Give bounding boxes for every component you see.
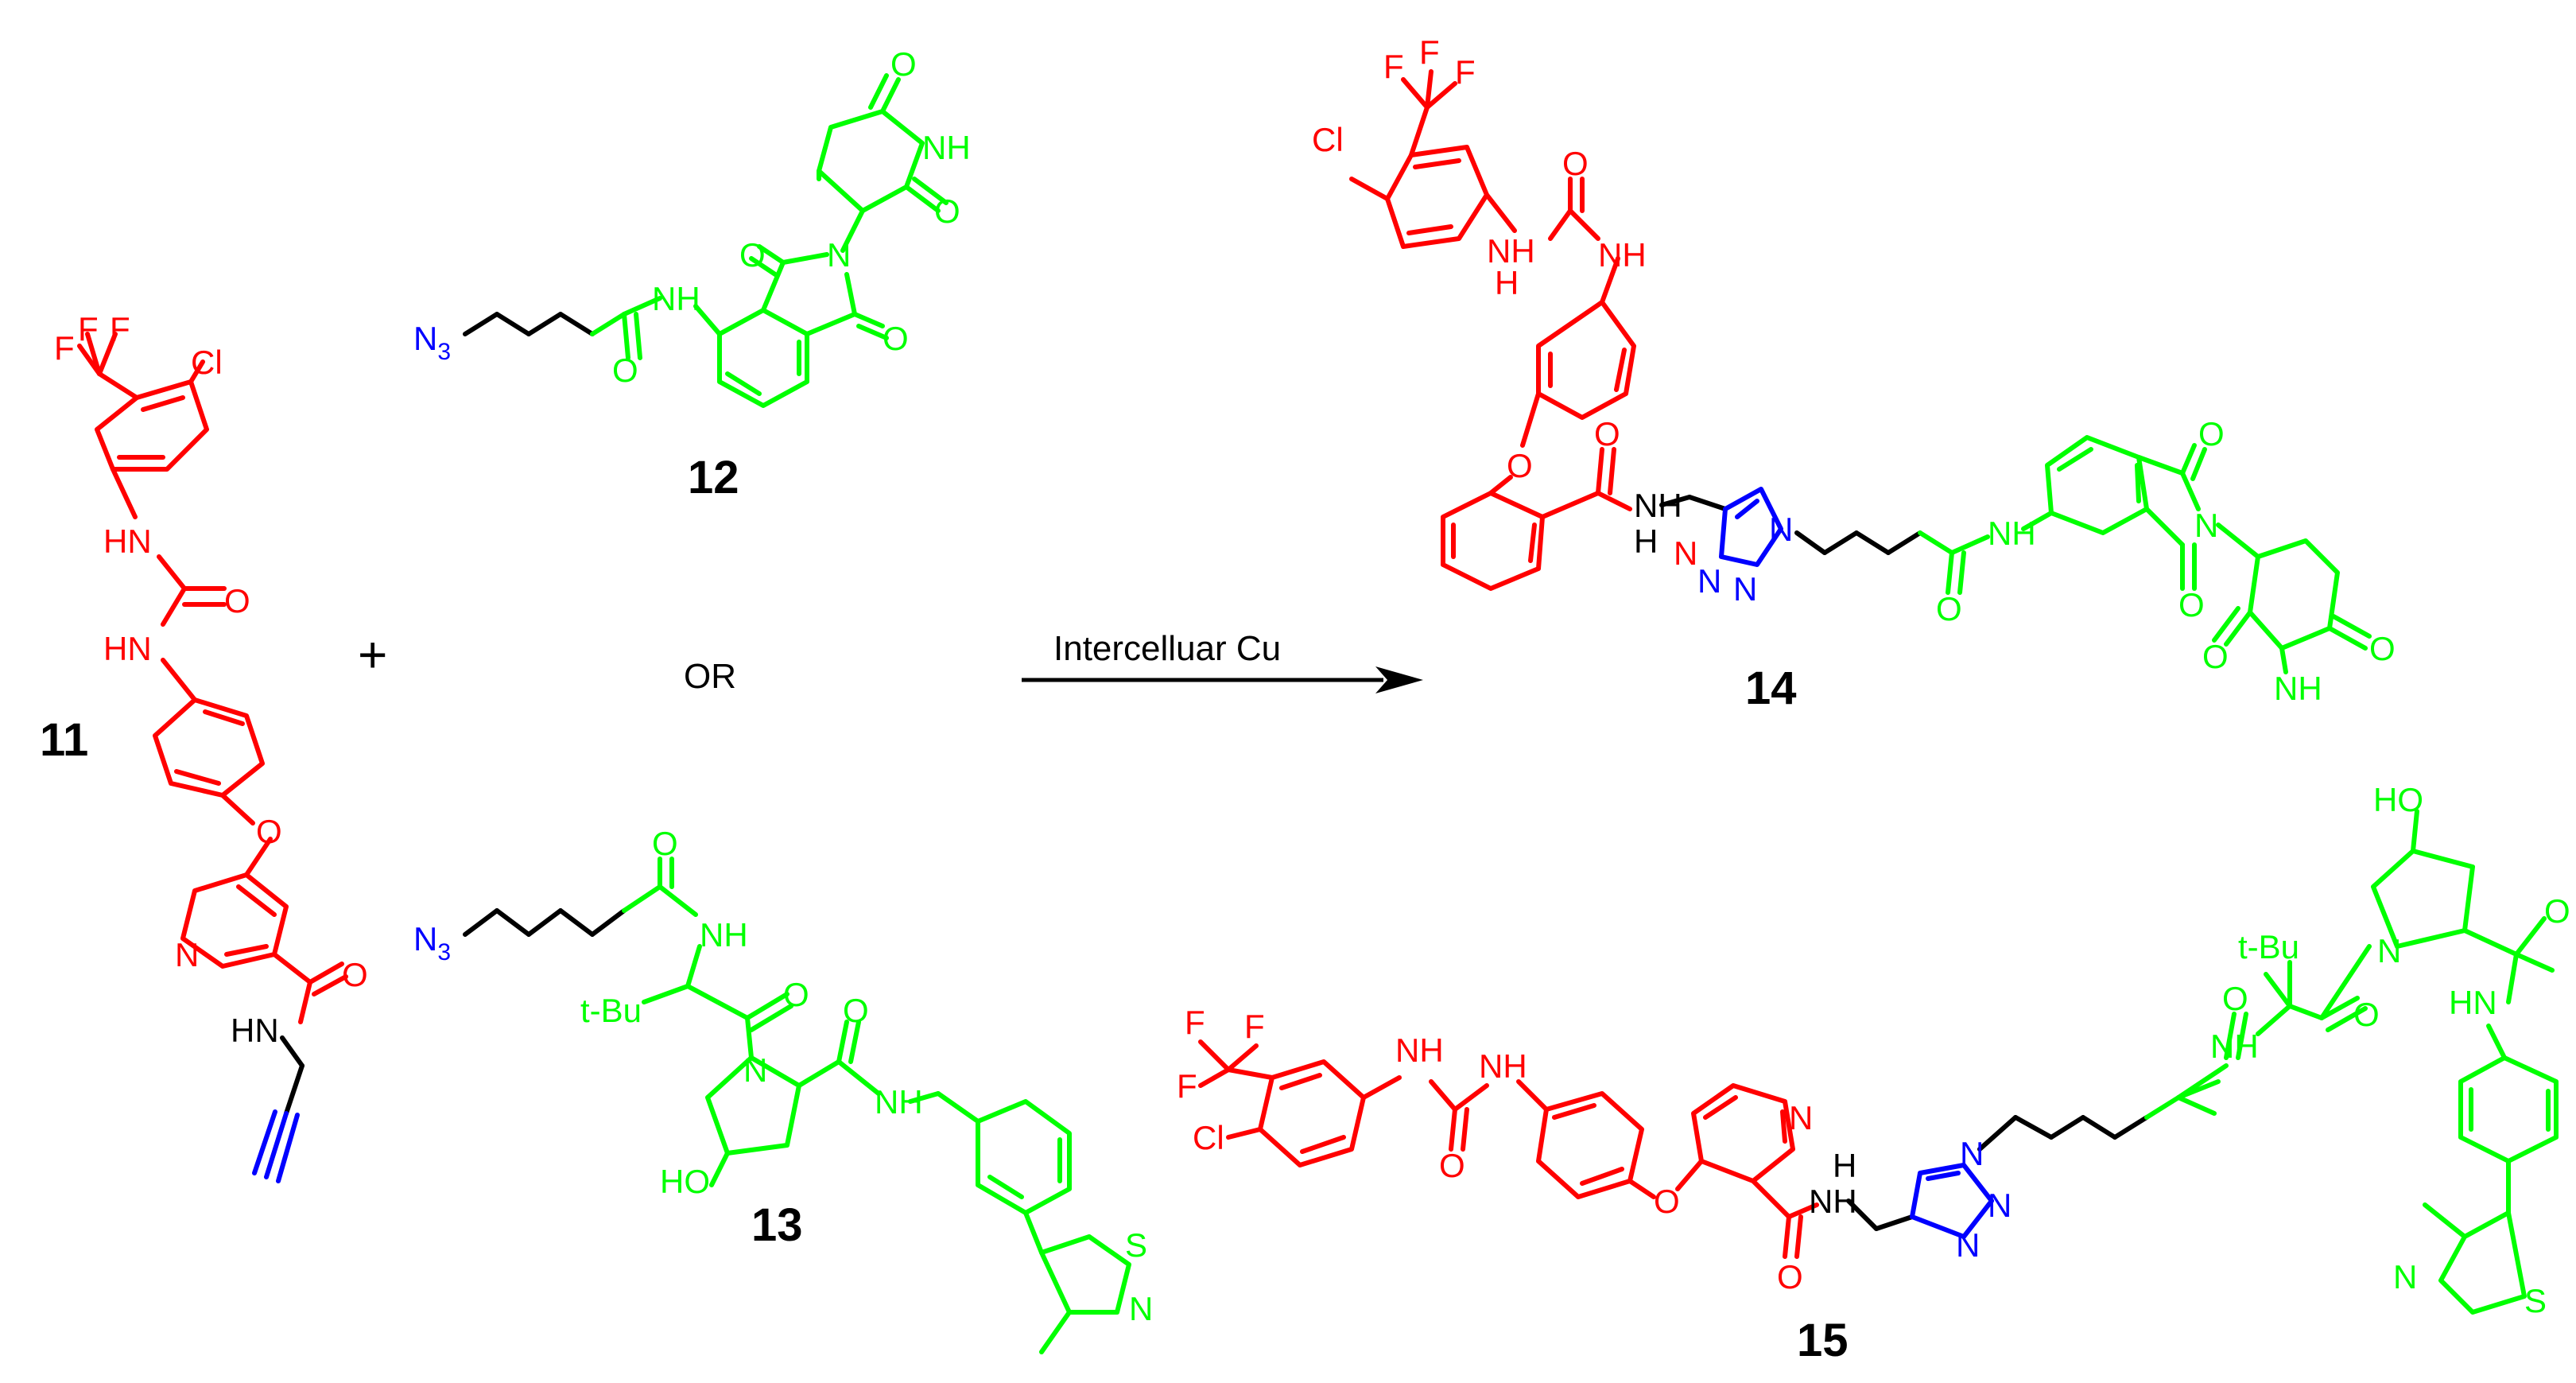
n-atom: N xyxy=(2393,1258,2417,1296)
n-atom: N xyxy=(1674,534,1697,572)
ho-group: HO xyxy=(2373,781,2423,818)
o-atom: O xyxy=(1562,145,1589,182)
compound-12-structure: N3 O NH O O N O NH O xyxy=(413,45,971,408)
n-atom: N xyxy=(1789,1099,1813,1136)
h-atom: H xyxy=(1495,264,1519,301)
plus-sign: + xyxy=(358,626,387,683)
f-atom: F xyxy=(110,310,130,348)
nh-group: NH xyxy=(1634,487,1682,524)
n-atom: N xyxy=(1733,570,1757,608)
nh-group: NH xyxy=(1988,515,2036,552)
o-atom: O xyxy=(1777,1258,1803,1296)
n-atom: N xyxy=(1769,511,1793,548)
o-atom: O xyxy=(934,192,960,230)
compound-13-label: 13 xyxy=(751,1199,803,1251)
nh-group: NH xyxy=(1809,1183,1857,1220)
o-atom: O xyxy=(224,582,250,620)
o-atom: O xyxy=(2353,996,2380,1033)
hn-group: HN xyxy=(103,630,152,667)
compound-14-label: 14 xyxy=(1745,662,1797,714)
f-atom: F xyxy=(1244,1008,1265,1045)
compound-11-label: 11 xyxy=(40,714,88,766)
o-atom: O xyxy=(2369,630,2396,667)
tbu-group: t-Bu xyxy=(580,992,642,1029)
nh-group: NH xyxy=(875,1083,923,1121)
compound-13-structure: N3 O NH t-Bu O N O NH HO S N xyxy=(413,825,1153,1354)
o-atom: O xyxy=(883,320,909,357)
n-atom: N xyxy=(1988,1187,2012,1224)
o-atom: O xyxy=(2544,892,2570,930)
nh-group: NH xyxy=(1487,232,1535,270)
o-atom: O xyxy=(256,813,282,850)
n-atom: N xyxy=(1697,562,1721,600)
o-atom: O xyxy=(2178,586,2205,624)
n-atom: N xyxy=(1960,1135,1984,1172)
n-atom: N xyxy=(2377,932,2401,969)
o-atom: O xyxy=(1654,1183,1680,1220)
o-atom: O xyxy=(1439,1147,1465,1184)
cl-atom: Cl xyxy=(191,344,223,381)
o-atom: O xyxy=(843,992,869,1029)
o-atom: O xyxy=(2222,980,2248,1017)
compound-15-label: 15 xyxy=(1797,1315,1849,1366)
tbu-group: t-Bu xyxy=(2238,928,2299,965)
nh-group: NH xyxy=(922,129,971,166)
n-atom: N xyxy=(175,936,199,973)
nh-group: NH xyxy=(1598,236,1647,274)
azide-group: N3 xyxy=(413,920,451,965)
o-atom: O xyxy=(2198,415,2225,453)
o-atom: O xyxy=(739,236,766,274)
reaction-arrow xyxy=(1022,666,1423,693)
hn-group: HN xyxy=(103,523,152,560)
cl-atom: Cl xyxy=(1312,121,1344,158)
n-atom: N xyxy=(743,1051,767,1089)
nh-group: NH xyxy=(652,280,700,317)
h-atom: H xyxy=(1833,1147,1856,1184)
f-atom: F xyxy=(1419,33,1440,71)
nh-group: NH xyxy=(2274,670,2322,707)
o-atom: O xyxy=(783,976,809,1013)
o-atom: O xyxy=(342,956,368,993)
o-atom: O xyxy=(1936,590,1962,627)
s-atom: S xyxy=(1125,1226,1147,1264)
f-atom: F xyxy=(1185,1004,1205,1041)
hn-group: HN xyxy=(2449,984,2497,1021)
h-atom: H xyxy=(1634,523,1658,560)
f-atom: F xyxy=(78,310,99,348)
compound-12-label: 12 xyxy=(688,452,739,503)
n-atom: N xyxy=(2194,507,2218,544)
f-atom: F xyxy=(1383,48,1404,85)
or-text: OR xyxy=(684,657,736,696)
f-atom: F xyxy=(1455,53,1476,91)
compound-14-structure: Cl F F F NH H O NH O O N NH H N N N O NH… xyxy=(1312,33,2396,707)
n-atom: N xyxy=(827,236,851,274)
azide-group: N3 xyxy=(413,320,451,365)
o-atom: O xyxy=(2202,638,2229,675)
f-atom: F xyxy=(54,329,75,367)
s-atom: S xyxy=(2524,1282,2547,1319)
o-atom: O xyxy=(652,825,678,862)
compound-11-structure: F F F Cl HN O HN O N O HN xyxy=(54,310,368,1183)
o-atom: O xyxy=(612,352,638,389)
o-atom: O xyxy=(1594,415,1620,453)
nh-group: NH xyxy=(2210,1028,2259,1065)
o-atom: O xyxy=(890,45,917,83)
n-atom: N xyxy=(1129,1290,1153,1327)
nh-group: NH xyxy=(1395,1031,1444,1069)
ho-group: HO xyxy=(660,1163,710,1200)
compound-15-structure: F F F Cl NH O NH O N O NH H N N N O NH t… xyxy=(1177,781,2570,1319)
n-atom: N xyxy=(1956,1226,1980,1264)
nh-group: NH xyxy=(700,916,748,954)
f-atom: F xyxy=(1177,1067,1197,1105)
cl-atom: Cl xyxy=(1193,1119,1224,1156)
nh-group: NH xyxy=(1479,1047,1527,1085)
arrow-label: Intercelluar Cu xyxy=(1053,629,1281,668)
o-atom: O xyxy=(1507,447,1533,484)
hn-group: HN xyxy=(231,1012,279,1049)
